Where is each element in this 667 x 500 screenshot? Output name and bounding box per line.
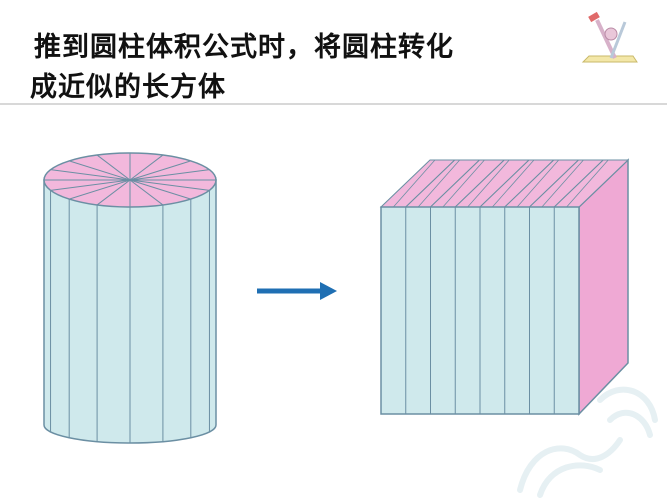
approx-prism	[379, 158, 630, 416]
compass-logo-icon	[581, 11, 638, 63]
cylinder-top-slice-line	[50, 179, 131, 191]
prism-top-tooth-edge	[516, 159, 559, 208]
cylinder-top-slice-line	[96, 179, 131, 206]
header-divider	[0, 103, 667, 105]
prism-top-tooth-edge	[417, 159, 460, 208]
cylinder	[43, 152, 217, 444]
title-line-1: 推到圆柱体积公式时，将圆柱转化	[34, 32, 454, 63]
cylinder-top-slice-line	[69, 160, 131, 181]
cylinder-top-slice-line	[129, 179, 210, 191]
cylinder-top-slice-line	[129, 169, 210, 181]
cylinder-side-slices	[50, 190, 210, 443]
cylinder-top-slice-line	[129, 154, 164, 181]
hands-watermark-icon	[517, 386, 658, 498]
prism-front-slices	[405, 207, 555, 414]
cylinder-top-slice-line	[69, 179, 131, 200]
prism-top-tooth-edge	[492, 159, 535, 208]
prism-top-tooth-edge	[393, 159, 436, 208]
cylinder-top-slice-line	[96, 154, 131, 181]
prism-top-tooth-edge	[566, 159, 609, 208]
cylinder-top-slice-line	[129, 179, 191, 200]
page-title: 推到圆柱体积公式时，将圆柱转化 成近似的长方体	[30, 28, 590, 108]
prism-top-teeth	[379, 159, 630, 208]
cylinder-top-slice-line	[129, 160, 191, 181]
prism-top-tooth-edge	[541, 159, 584, 208]
cylinder-top-slices	[44, 153, 216, 207]
cylinder-top-slice-line	[50, 169, 131, 181]
title-line-2: 成近似的长方体	[30, 72, 226, 103]
transform-arrow	[257, 282, 337, 300]
prism-top-tooth-edge	[467, 159, 510, 208]
prism-top-tooth-edge	[442, 159, 485, 208]
cylinder-top-slice-line	[129, 179, 164, 206]
